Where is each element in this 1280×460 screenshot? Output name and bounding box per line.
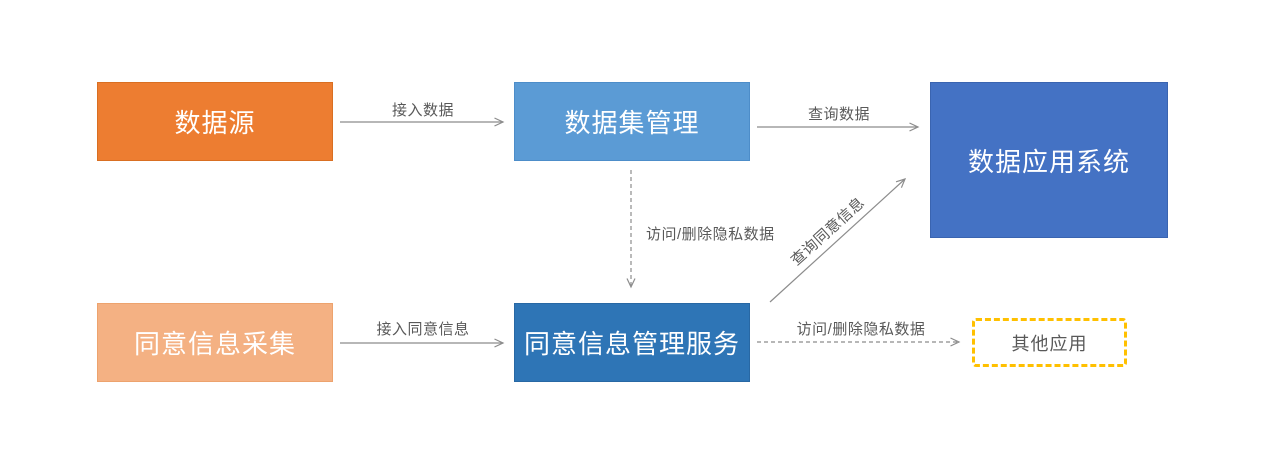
node-dataset-management: 数据集管理 bbox=[514, 82, 750, 161]
node-other-applications: 其他应用 bbox=[972, 318, 1127, 367]
node-data-application-system: 数据应用系统 bbox=[930, 82, 1168, 238]
node-consent-info-management-service: 同意信息管理服务 bbox=[514, 303, 750, 382]
node-consent-info-management-service-label: 同意信息管理服务 bbox=[523, 329, 740, 359]
node-other-applications-label: 其他应用 bbox=[1011, 333, 1088, 354]
edge-query-data-label: 查询数据 bbox=[808, 106, 870, 123]
edge-access-consent-label: 接入同意信息 bbox=[376, 320, 469, 338]
node-consent-info-collection-label: 同意信息采集 bbox=[133, 329, 296, 359]
edge-query-consent-line bbox=[769, 178, 907, 303]
node-data-source: 数据源 bbox=[97, 82, 333, 161]
edge-query-consent-label: 查询同意信息 bbox=[787, 193, 868, 269]
edge-access-delete-private2-label: 访问/删除隐私数据 bbox=[797, 321, 926, 338]
node-data-source-label: 数据源 bbox=[174, 108, 256, 138]
edge-access-data-label: 接入数据 bbox=[392, 102, 454, 119]
node-dataset-management-label: 数据集管理 bbox=[564, 108, 700, 138]
node-consent-info-collection: 同意信息采集 bbox=[97, 303, 333, 382]
edge-access-delete-private-label: 访问/删除隐私数据 bbox=[646, 226, 775, 243]
node-data-application-system-label: 数据应用系统 bbox=[967, 146, 1130, 177]
